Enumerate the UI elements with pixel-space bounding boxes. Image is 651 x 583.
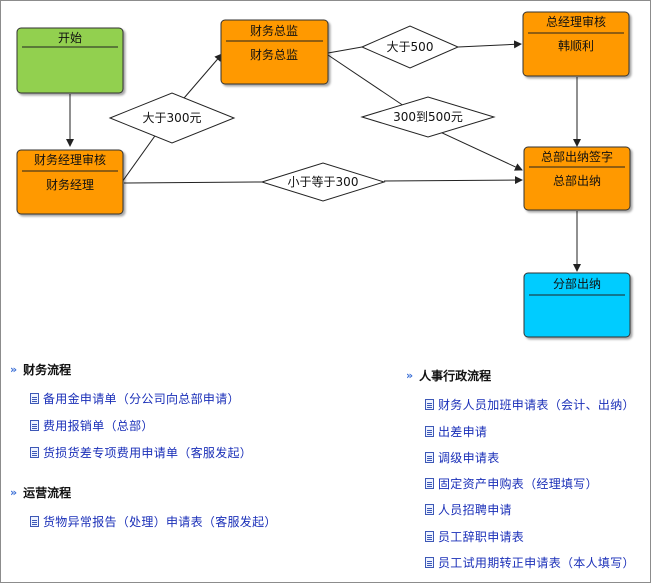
hr-section-heading: » 人事行政流程 bbox=[406, 366, 491, 384]
finance-link-1-label: 备用金申请单（分公司向总部申请） bbox=[43, 391, 240, 406]
document-icon bbox=[30, 392, 39, 404]
finance-link-2[interactable]: 费用报销单（总部） bbox=[30, 417, 154, 433]
node-general-manager[interactable]: 总经理审核 韩顺利 bbox=[522, 11, 630, 77]
node-branch-cashier[interactable]: 分部出纳 bbox=[523, 272, 631, 338]
decision-gt500-label: 大于500 bbox=[387, 40, 434, 54]
document-icon bbox=[425, 503, 434, 515]
decision-le300: 小于等于300 bbox=[260, 162, 386, 202]
decision-300-500: 300到500元 bbox=[360, 96, 496, 138]
finance-heading-label: 财务流程 bbox=[23, 362, 72, 377]
hr-link-1-label: 财务人员加班申请表（会计、出纳） bbox=[438, 397, 635, 412]
document-icon bbox=[425, 556, 434, 568]
node-finance-manager[interactable]: 财务经理审核 财务经理 bbox=[16, 149, 124, 215]
double-chevron-right-icon: » bbox=[10, 362, 17, 376]
hr-link-6[interactable]: 员工辞职申请表 bbox=[425, 528, 524, 544]
double-chevron-right-icon: » bbox=[406, 368, 413, 382]
operations-section-heading: » 运营流程 bbox=[10, 483, 71, 501]
hr-link-2[interactable]: 出差申请 bbox=[425, 423, 487, 439]
finance-link-3-label: 货损货差专项费用申请单（客服发起） bbox=[43, 445, 253, 460]
edge-le300-to-hq bbox=[383, 176, 523, 185]
hr-link-5[interactable]: 人员招聘申请 bbox=[425, 501, 512, 517]
edge-fin-dir-to-300-500 bbox=[327, 54, 411, 111]
hr-link-6-label: 员工辞职申请表 bbox=[438, 529, 525, 544]
hr-link-3[interactable]: 调级申请表 bbox=[425, 449, 500, 465]
node-hq-title: 总部出纳签字 bbox=[541, 149, 613, 164]
node-hq-sub: 总部出纳 bbox=[553, 173, 601, 188]
document-icon bbox=[425, 477, 434, 489]
node-branch-box bbox=[523, 272, 631, 338]
hr-link-5-label: 人员招聘申请 bbox=[438, 502, 512, 517]
node-fin-dir-sub: 财务总监 bbox=[250, 47, 298, 62]
node-branch-title: 分部出纳 bbox=[553, 276, 601, 291]
node-fin-mgr-title: 财务经理审核 bbox=[34, 152, 106, 167]
document-icon bbox=[30, 419, 39, 431]
hr-link-7[interactable]: 员工试用期转正申请表（本人填写） bbox=[425, 554, 635, 570]
finance-section-heading: » 财务流程 bbox=[10, 360, 71, 378]
node-gm-title: 总经理审核 bbox=[546, 14, 606, 29]
finance-link-3[interactable]: 货损货差专项费用申请单（客服发起） bbox=[30, 444, 252, 460]
document-icon bbox=[425, 425, 434, 437]
double-chevron-right-icon: » bbox=[10, 485, 17, 499]
decision-gt500: 大于500 bbox=[360, 25, 460, 69]
node-fin-mgr-box bbox=[16, 149, 124, 215]
decision-300-500-label: 300到500元 bbox=[393, 110, 463, 124]
finance-link-2-label: 费用报销单（总部） bbox=[43, 418, 154, 433]
node-start[interactable]: 开始 bbox=[16, 27, 124, 94]
hr-link-1[interactable]: 财务人员加班申请表（会计、出纳） bbox=[425, 396, 635, 412]
hr-link-7-label: 员工试用期转正申请表（本人填写） bbox=[438, 555, 635, 570]
finance-link-1[interactable]: 备用金申请单（分公司向总部申请） bbox=[30, 390, 240, 406]
hr-link-2-label: 出差申请 bbox=[438, 424, 488, 439]
decision-gt300: 大于300元 bbox=[108, 92, 236, 144]
node-start-title: 开始 bbox=[58, 31, 82, 45]
node-hq-cashier[interactable]: 总部出纳签字 总部出纳 bbox=[523, 146, 631, 211]
document-icon bbox=[425, 530, 434, 542]
node-fin-dir-box bbox=[220, 19, 329, 85]
node-start-box bbox=[16, 27, 124, 94]
edge-fin-mgr-to-le300 bbox=[123, 181, 263, 184]
decision-gt300-label: 大于300元 bbox=[143, 111, 202, 125]
operations-heading-label: 运营流程 bbox=[23, 485, 72, 500]
node-hq-box bbox=[523, 146, 631, 211]
document-icon bbox=[425, 398, 434, 410]
edge-fin-dir-to-gt500 bbox=[327, 46, 363, 54]
decision-le300-label: 小于等于300 bbox=[288, 175, 359, 189]
edge-gt500-to-gm bbox=[457, 40, 522, 49]
node-gm-sub: 韩顺利 bbox=[558, 38, 594, 53]
approval-flowchart: 大于300元 大于500 300到500元 小于等于300 开始 财务经理审核 … bbox=[16, 11, 631, 338]
node-gm-box bbox=[522, 11, 630, 77]
document-icon bbox=[425, 451, 434, 463]
document-icon bbox=[30, 446, 39, 458]
node-fin-dir-title: 财务总监 bbox=[250, 23, 298, 38]
hr-link-4-label: 固定资产申购表（经理填写） bbox=[438, 476, 598, 491]
document-icon bbox=[30, 515, 39, 527]
hr-link-4[interactable]: 固定资产申购表（经理填写） bbox=[425, 475, 598, 491]
operations-link-1-label: 货物异常报告（处理）申请表（客服发起） bbox=[43, 514, 277, 529]
operations-link-1[interactable]: 货物异常报告（处理）申请表（客服发起） bbox=[30, 513, 277, 529]
node-finance-director[interactable]: 财务总监 财务总监 bbox=[220, 19, 329, 85]
hr-heading-label: 人事行政流程 bbox=[419, 368, 492, 383]
node-fin-mgr-sub: 财务经理 bbox=[46, 177, 94, 192]
hr-link-3-label: 调级申请表 bbox=[438, 450, 500, 465]
